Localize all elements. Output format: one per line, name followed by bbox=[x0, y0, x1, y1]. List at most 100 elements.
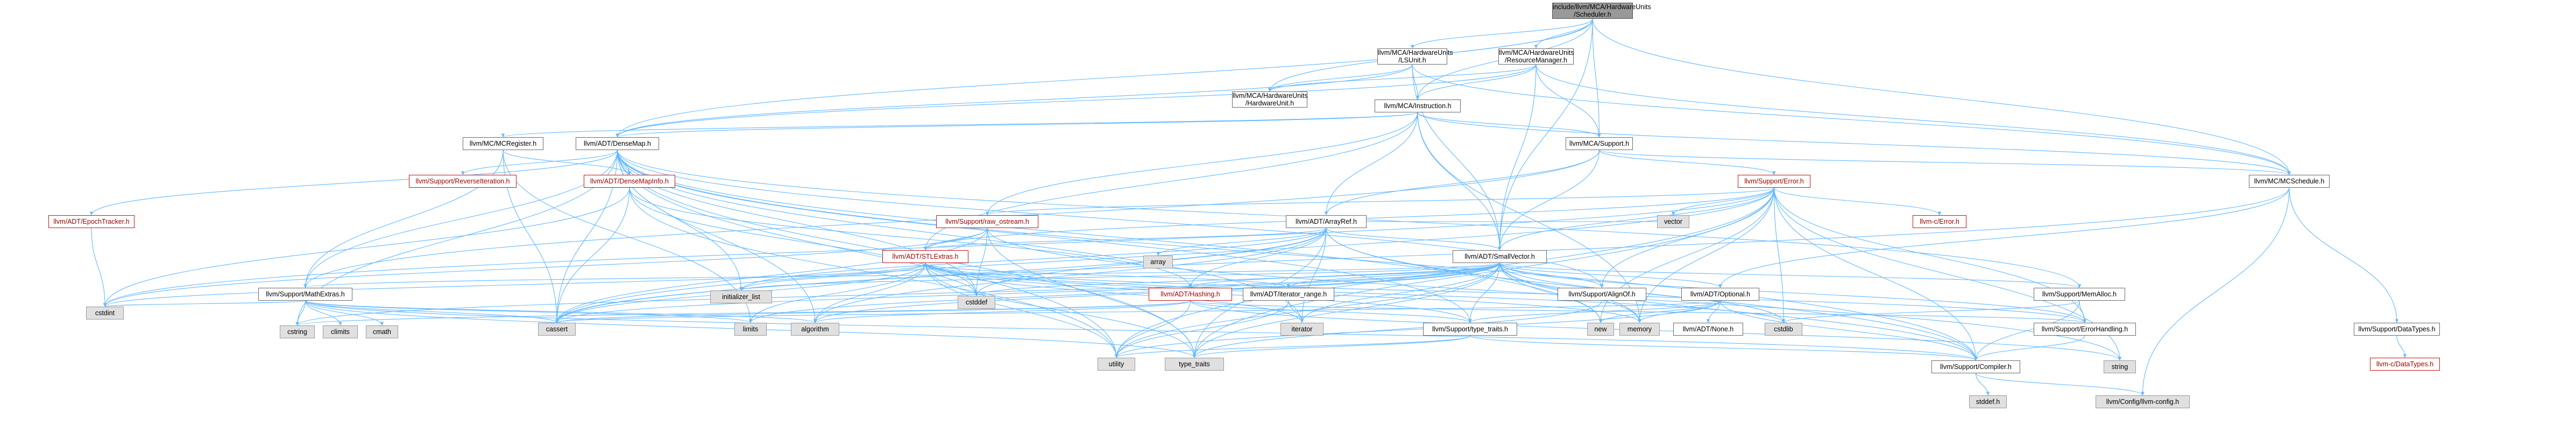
node-label: llvm/MCA/HardwareUnits bbox=[1233, 92, 1308, 100]
edge-mcsched-datatypes bbox=[2289, 187, 2399, 323]
node-initlist[interactable]: initializer_list bbox=[710, 290, 772, 303]
edge-mcsched-llvmconfig bbox=[2141, 187, 2290, 396]
node-utility[interactable]: utility bbox=[1098, 358, 1135, 371]
node-errhandling[interactable]: llvm/Support/ErrorHandling.h bbox=[2034, 323, 2136, 336]
edge-optional-compiler bbox=[1719, 300, 1978, 361]
edge-smallvector-hashing bbox=[1188, 262, 1501, 288]
node-cdatatypes[interactable]: llvm-c/DataTypes.h bbox=[2370, 358, 2440, 371]
node-label: limits bbox=[742, 325, 759, 333]
edge-supperror-vector bbox=[1671, 187, 1775, 216]
edge-mathextras-cassert bbox=[305, 300, 559, 323]
node-mathextras[interactable]: llvm/Support/MathExtras.h bbox=[258, 288, 352, 301]
node-supperror[interactable]: llvm/Support/Error.h bbox=[1738, 175, 1810, 188]
node-label: llvm/Config/llvm-config.h bbox=[2106, 398, 2179, 406]
node-label: /ResourceManager.h bbox=[1504, 56, 1568, 64]
edge-root-mcsched bbox=[1592, 18, 2291, 175]
node-densemap[interactable]: llvm/ADT/DenseMap.h bbox=[576, 137, 659, 150]
node-cstdint[interactable]: cstdint bbox=[86, 307, 124, 320]
node-mcasupport[interactable]: llvm/MCA/Support.h bbox=[1566, 137, 1633, 150]
edge-resman-hwunit bbox=[1268, 64, 1537, 92]
node-memory[interactable]: memory bbox=[1619, 323, 1660, 336]
node-memalloc[interactable]: llvm/Support/MemAlloc.h bbox=[2034, 288, 2125, 301]
edge-smallvector-initlist bbox=[739, 262, 1501, 291]
node-algorithm[interactable]: algorithm bbox=[791, 323, 839, 336]
node-alignof[interactable]: llvm/Support/AlignOf.h bbox=[1558, 288, 1646, 301]
node-lsunit[interactable]: llvm/MCA/HardwareUnits/LSUnit.h bbox=[1377, 48, 1453, 65]
edge-instr-mcasupport bbox=[1417, 112, 1601, 138]
edge-supperror-smallvector bbox=[1498, 187, 1775, 251]
node-label: new bbox=[1594, 325, 1607, 333]
edge-resman-mcasupport bbox=[1535, 64, 1601, 138]
edge-instr-arrayref bbox=[1324, 112, 1418, 216]
node-epoch[interactable]: llvm/ADT/EpochTracker.h bbox=[48, 215, 135, 228]
edge-typetraits-utility bbox=[1114, 335, 1471, 358]
node-limits[interactable]: limits bbox=[734, 323, 767, 336]
node-cmath[interactable]: cmath bbox=[366, 325, 398, 338]
node-llvmconfig[interactable]: llvm/Config/llvm-config.h bbox=[2096, 395, 2190, 408]
node-climits[interactable]: climits bbox=[323, 325, 358, 338]
node-rawostream[interactable]: llvm/Support/raw_ostream.h bbox=[936, 215, 1038, 228]
edge-supperror-alignof bbox=[1600, 187, 1775, 288]
edge-instr-mcreg bbox=[501, 112, 1418, 138]
edge-densemapinfo-cassert bbox=[555, 187, 630, 323]
edge-smallvector-errhandling bbox=[1499, 262, 2087, 323]
node-mcreg[interactable]: llvm/MC/MCRegister.h bbox=[463, 137, 543, 150]
node-label: llvm/Support/Error.h bbox=[1744, 178, 1804, 185]
edge-arrayref-array bbox=[1156, 228, 1327, 256]
node-label: llvm/Support/ErrorHandling.h bbox=[2041, 325, 2128, 333]
node-reviter[interactable]: llvm/Support/ReverseIteration.h bbox=[409, 175, 516, 188]
node-cstdlib[interactable]: cstdlib bbox=[1765, 323, 1802, 336]
node-label: llvm/ADT/None.h bbox=[1682, 325, 1734, 333]
node-new[interactable]: new bbox=[1587, 323, 1614, 336]
node-resman[interactable]: llvm/MCA/HardwareUnits/ResourceManager.h bbox=[1498, 48, 1574, 65]
node-iterator[interactable]: iterator bbox=[1280, 323, 1324, 336]
node-label: stddef.h bbox=[1976, 398, 2000, 406]
node-smallvector[interactable]: llvm/ADT/SmallVector.h bbox=[1453, 250, 1547, 263]
edge-typetraits-compiler bbox=[1469, 335, 1978, 361]
node-iterrange[interactable]: llvm/ADT/iterator_range.h bbox=[1243, 288, 1334, 301]
node-vector[interactable]: vector bbox=[1657, 215, 1689, 228]
node-compiler[interactable]: llvm/Support/Compiler.h bbox=[1931, 360, 2020, 373]
edge-root-smallvector bbox=[1498, 18, 1593, 251]
node-cstddef[interactable]: cstddef bbox=[958, 296, 995, 309]
node-string[interactable]: string bbox=[2104, 360, 2136, 373]
node-label: llvm/Support/MathExtras.h bbox=[266, 290, 345, 298]
node-root[interactable]: include/llvm/MCA/HardwareUnits/Scheduler… bbox=[1552, 3, 1651, 19]
node-optional[interactable]: llvm/ADT/Optional.h bbox=[1681, 288, 1759, 301]
edge-datatypes-cdatatypes bbox=[2396, 335, 2407, 358]
node-label: cmath bbox=[372, 328, 392, 336]
edge-hashing-utility bbox=[1114, 300, 1191, 358]
edge-root-resman bbox=[1534, 18, 1593, 49]
node-stddefh[interactable]: stddef.h bbox=[1969, 395, 2007, 408]
node-typetraitssys[interactable]: type_traits bbox=[1165, 358, 1224, 371]
node-label: memory bbox=[1627, 325, 1652, 333]
node-typetraits[interactable]: llvm/Support/type_traits.h bbox=[1423, 323, 1517, 336]
node-instr[interactable]: llvm/MCA/Instruction.h bbox=[1375, 100, 1461, 112]
edge-stlextras-limits bbox=[748, 262, 926, 323]
node-cerror[interactable]: llvm-c/Error.h bbox=[1913, 215, 1966, 228]
node-mcsched[interactable]: llvm/MC/MCSchedule.h bbox=[2249, 175, 2330, 188]
node-label: llvm/MC/MCSchedule.h bbox=[2254, 178, 2325, 185]
node-cassert[interactable]: cassert bbox=[538, 323, 576, 336]
node-label: llvm/MCA/HardwareUnits bbox=[1378, 49, 1453, 56]
node-stlextras[interactable]: llvm/ADT/STLExtras.h bbox=[882, 250, 968, 263]
node-arrayref[interactable]: llvm/ADT/ArrayRef.h bbox=[1286, 215, 1367, 228]
node-adtnone[interactable]: llvm/ADT/None.h bbox=[1673, 323, 1743, 336]
edge-supperror-rawostream bbox=[986, 187, 1775, 216]
edge-supperror-cstdint bbox=[103, 187, 1775, 307]
node-label: llvm/MCA/HardwareUnits bbox=[1499, 49, 1574, 56]
node-label: llvm/ADT/iterator_range.h bbox=[1250, 290, 1327, 298]
node-array[interactable]: array bbox=[1143, 256, 1173, 268]
edge-root-mcasupport bbox=[1592, 18, 1601, 138]
edge-instr-densemap bbox=[615, 112, 1418, 138]
node-hwunit[interactable]: llvm/MCA/HardwareUnits/HardwareUnit.h bbox=[1232, 91, 1308, 108]
edge-hashing-cstring bbox=[295, 300, 1191, 326]
node-datatypes[interactable]: llvm/Support/DataTypes.h bbox=[2354, 323, 2440, 336]
edge-mcasupport-supperror bbox=[1598, 150, 1776, 175]
node-hashing[interactable]: llvm/ADT/Hashing.h bbox=[1149, 288, 1232, 301]
node-label: llvm/MC/MCRegister.h bbox=[469, 140, 537, 147]
node-densemapinfo[interactable]: llvm/ADT/DenseMapInfo.h bbox=[584, 175, 675, 188]
node-cstring[interactable]: cstring bbox=[280, 325, 315, 338]
edge-memalloc-errhandling bbox=[2079, 300, 2087, 323]
node-label: /HardwareUnit.h bbox=[1245, 100, 1294, 107]
